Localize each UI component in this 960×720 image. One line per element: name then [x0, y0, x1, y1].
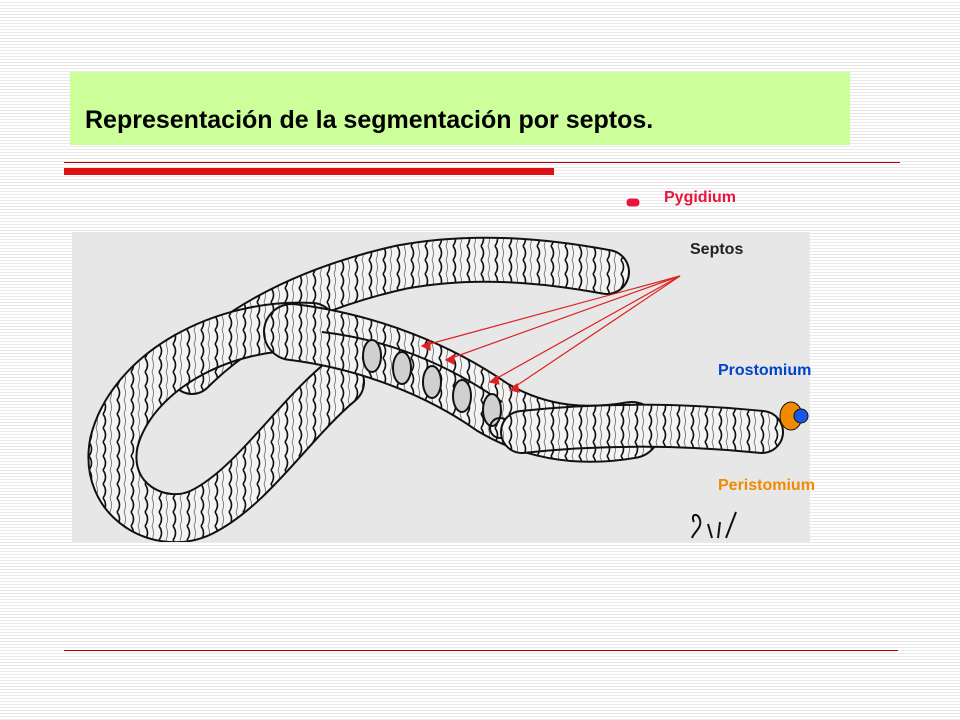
- pygidium-label: Pygidium: [664, 189, 737, 206]
- slide-title: Representación de la segmentación por se…: [85, 106, 654, 134]
- earthworm-illustration: [87, 236, 784, 544]
- pygidium-marker: [625, 197, 641, 208]
- prostomium-label: Prostomium: [718, 362, 812, 379]
- earthworm-figure: [72, 232, 810, 544]
- handwritten-signature: [691, 511, 737, 539]
- head-markers: [779, 401, 809, 431]
- septos-arrows: [420, 275, 681, 393]
- peristomium-label: Peristomium: [718, 477, 815, 494]
- septos-label: Septos: [690, 241, 744, 258]
- top-divider-line: [64, 162, 900, 163]
- bottom-divider-line: [64, 650, 898, 651]
- title-banner: Representación de la segmentación por se…: [70, 72, 850, 145]
- accent-bar: [64, 168, 554, 175]
